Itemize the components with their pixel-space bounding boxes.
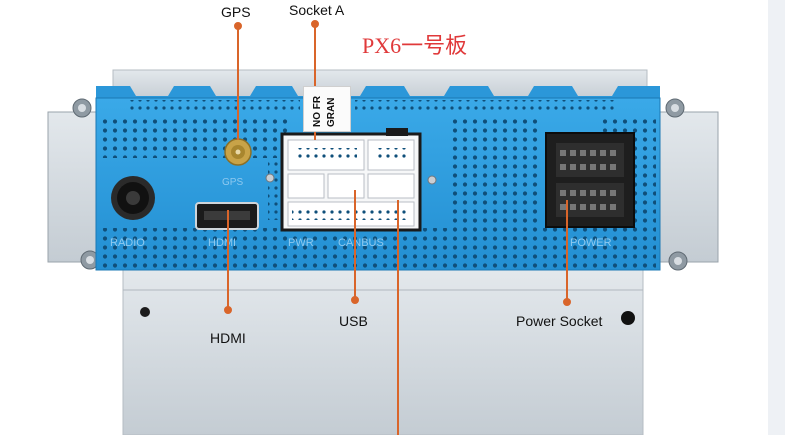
svg-text:HDMI: HDMI [208, 237, 236, 249]
right-bracket [654, 111, 719, 263]
gps-label: GPS [221, 4, 251, 20]
svg-text:RADIO: RADIO [110, 237, 145, 249]
sticker-line-1: NO FR [312, 95, 323, 127]
multi-pin-socket-block [280, 128, 422, 232]
blue-heatsink-panel: RADIO HDMI PWR CANBUS POWER GPS [95, 86, 661, 271]
svg-text:CANBUS: CANBUS [338, 237, 384, 249]
chassis-body [122, 269, 644, 436]
mount-hole-right [621, 311, 635, 325]
radio-antenna-port [111, 176, 155, 220]
hdmi-label: HDMI [210, 330, 246, 346]
sticker-line-2: GRAN [326, 97, 337, 127]
background-strip [768, 0, 785, 435]
socket-a-label: Socket A [289, 2, 345, 18]
mount-hole [140, 307, 150, 317]
svg-text:PWR: PWR [288, 237, 314, 249]
gps-connector [224, 138, 252, 166]
svg-text:POWER: POWER [570, 237, 612, 249]
power-socket-label: Power Socket [516, 313, 603, 329]
usb-label: USB [339, 313, 368, 329]
power-socket [545, 132, 635, 228]
warning-sticker: NO FR GRAN [303, 86, 351, 132]
svg-text:GPS: GPS [222, 177, 243, 188]
board-title: PX6一号板 [362, 33, 468, 58]
